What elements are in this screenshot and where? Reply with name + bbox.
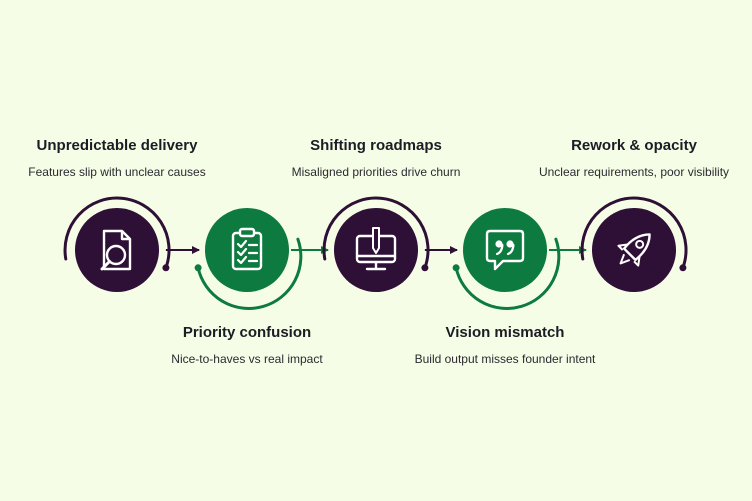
step-node — [592, 208, 676, 292]
step-arc — [454, 237, 561, 310]
step-node — [205, 208, 289, 292]
clipboard-checklist-icon — [231, 227, 263, 271]
step-arc — [196, 237, 303, 310]
step-title: Vision mismatch — [445, 324, 565, 341]
step-subtitle: Features slip with unclear causes — [28, 165, 206, 179]
step-subtitle: Misaligned priorities drive churn — [291, 165, 461, 179]
step-node — [463, 208, 547, 292]
monitor-pen-icon — [355, 227, 397, 271]
step-arc — [63, 196, 171, 270]
step-subtitle: Unclear requirements, poor visibility — [538, 165, 730, 179]
step-arc — [580, 196, 688, 270]
step-subtitle: Nice-to-haves vs real impact — [171, 352, 323, 366]
step-arc — [322, 196, 430, 270]
document-magnifier-icon — [100, 229, 132, 271]
quote-bubble-icon — [485, 229, 525, 271]
step-title: Unpredictable delivery — [36, 137, 198, 154]
step-title: Priority confusion — [182, 324, 312, 341]
step-title: Rework & opacity — [571, 137, 697, 154]
rocket-icon — [617, 233, 651, 267]
step-title: Shifting roadmaps — [310, 137, 442, 154]
step-subtitle: Build output misses founder intent — [414, 352, 596, 366]
